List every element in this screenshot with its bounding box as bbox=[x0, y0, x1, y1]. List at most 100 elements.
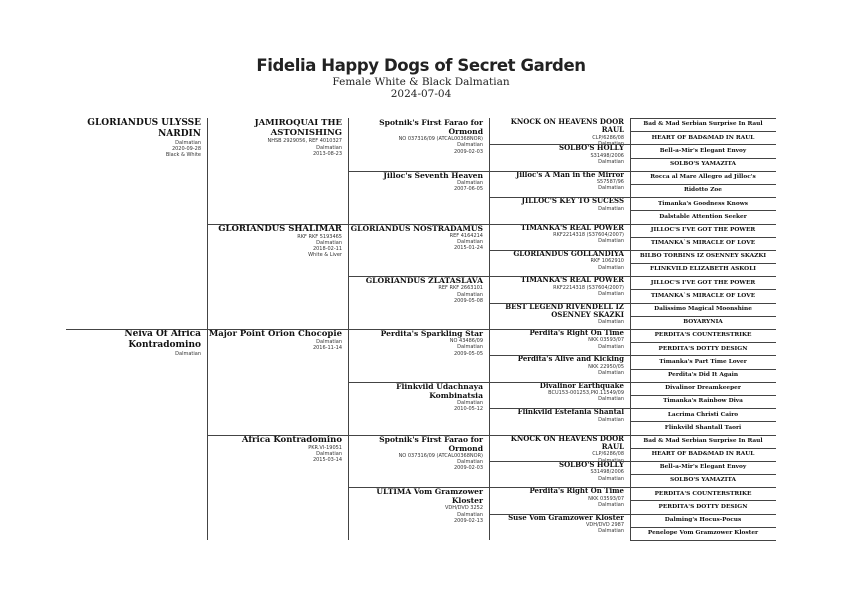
ancestor-name: Timanka's Rainbow Diva bbox=[663, 398, 743, 405]
ancestor-born: 2013-08-23 bbox=[312, 150, 342, 157]
ancestor-name: Ridotto Zoe bbox=[684, 187, 722, 194]
pedigree-divider bbox=[630, 500, 776, 502]
ancestor-reg: NO 037316/09 (ATCAL00368NOR) bbox=[398, 452, 483, 459]
ancestor-reg: S31498/2006 bbox=[590, 469, 625, 476]
pedigree-divider bbox=[630, 236, 776, 238]
ancestor-name: KNOCK ON HEAVENS DOOR RAUL bbox=[510, 117, 624, 135]
ancestor-breed: Dalmatian bbox=[598, 264, 624, 271]
ancestor-born: 2009-05-08 bbox=[453, 297, 483, 304]
pedigree-divider bbox=[630, 210, 776, 212]
ancestor-gen5: Dalstable Attention Seeker bbox=[630, 210, 776, 223]
pedigree-divider bbox=[489, 355, 630, 357]
ancestor-name: SOLBO'S YAMAZITA bbox=[670, 477, 736, 484]
ancestor-name: SOLBO'S YAMAZITA bbox=[670, 160, 736, 167]
ancestor-color: White & Liver bbox=[308, 252, 342, 259]
ancestor-gen5: Penelope Vom Gramzower Kloster bbox=[630, 527, 776, 540]
ancestor-reg: VDH/DVD 3252 bbox=[444, 505, 483, 512]
ancestor-gen5: SOLBO'S YAMAZITA bbox=[630, 474, 776, 487]
ancestor-born: 2020-09-28 bbox=[171, 145, 201, 152]
pedigree-divider bbox=[630, 447, 776, 449]
ancestor-breed: Dalmatian bbox=[598, 396, 624, 403]
ancestor-gen5: TIMANKA`S MIRACLE OF LOVE bbox=[630, 237, 776, 250]
pedigree-divider bbox=[630, 315, 776, 317]
ancestor-gen5: Timanka's Rainbow Diva bbox=[630, 395, 776, 408]
ancestor-breed: Dalmatian bbox=[175, 350, 201, 357]
ancestor-reg: REF RKF 2663101 bbox=[438, 285, 483, 292]
ancestor-reg: NKK 03593/07 bbox=[588, 337, 624, 344]
pedigree-divider bbox=[489, 408, 630, 410]
pedigree-divider bbox=[630, 144, 776, 146]
ancestor-name: Dalming's Hocus-Pocus bbox=[664, 517, 742, 524]
ancestor-reg: S31498/2006 bbox=[590, 152, 625, 159]
ancestor-name: HEART OF BAD&MAD IN RAUL bbox=[651, 451, 755, 458]
ancestor-born: 2015-01-24 bbox=[453, 245, 483, 252]
pedigree-divider bbox=[489, 487, 630, 489]
ancestor-name: ULTIMA Vom Gramzower Kloster bbox=[376, 487, 483, 506]
ancestor-name: Perdita's Alive and Kicking bbox=[517, 354, 624, 364]
ancestor-born: 2018-02-11 bbox=[312, 246, 342, 253]
ancestor-gen5: Bad & Mad Serbian Surprise In Raul bbox=[630, 435, 776, 448]
ancestor-gen5: Timanka's Part Time Lover bbox=[630, 355, 776, 368]
pedigree-divider bbox=[489, 434, 630, 436]
ancestor-name: Penelope Vom Gramzower Kloster bbox=[647, 530, 759, 537]
pedigree-divider bbox=[489, 302, 630, 304]
ancestor-breed: Dalmatian bbox=[457, 511, 483, 518]
ancestor-breed: Dalmatian bbox=[457, 238, 483, 245]
ancestor-gen5: BOYARYNIA bbox=[630, 316, 776, 329]
pedigree-divider bbox=[630, 157, 776, 159]
pedigree-divider bbox=[630, 276, 776, 278]
pedigree-divider bbox=[489, 460, 630, 462]
pedigree-divider bbox=[489, 276, 630, 278]
ancestor-gen5: Flinkvild Shantall Taori bbox=[630, 421, 776, 434]
ancestor-name: Bell-a-Mir's Elegant Envoy bbox=[659, 147, 747, 154]
ancestor-name: Lacrima Christi Cairo bbox=[667, 411, 739, 418]
pedigree-divider bbox=[489, 223, 630, 225]
ancestor-gen5: Timanka's Goodness Knows bbox=[630, 197, 776, 210]
ancestor-name: Rocca al Mare Allegro ad Jilloc's bbox=[650, 174, 756, 181]
ancestor-gen5: TIMANKA`S MIRACLE OF LOVE bbox=[630, 289, 776, 302]
ancestor-name: Africa Kontradomino bbox=[241, 434, 342, 445]
ancestor-name: PERDITA'S COUNTERSTRIKE bbox=[654, 332, 752, 339]
ancestor-reg: NKK 22950/05 bbox=[588, 363, 624, 370]
ancestor-reg: RKF2214318 (S37604/2007) bbox=[553, 231, 624, 238]
ancestor-color: Black & White bbox=[165, 152, 201, 159]
ancestor-gen5: Divalinor Dreamkeeper bbox=[630, 382, 776, 395]
ancestor-breed: Dalmatian bbox=[316, 450, 342, 457]
ancestor-reg: CLP/6286/08 bbox=[592, 134, 624, 141]
pedigree-date: 2024-07-04 bbox=[390, 88, 452, 100]
ancestor-name: JILLOC'S KEY TO SUCESS bbox=[521, 196, 624, 206]
pedigree-divider bbox=[630, 526, 776, 528]
pedigree-divider bbox=[489, 329, 630, 330]
ancestor-born: 2007-06-05 bbox=[453, 186, 483, 193]
ancestor-gen5: Rocca al Mare Allegro ad Jilloc's bbox=[630, 171, 776, 184]
ancestor-breed: Dalmatian bbox=[316, 144, 342, 151]
ancestor-name: Jilloc's Seventh Heaven bbox=[383, 170, 483, 180]
ancestor-name: Spotnik's First Farao for Ormond bbox=[379, 434, 483, 453]
ancestor-name: SOLBO'S HOLLY bbox=[559, 459, 624, 469]
ancestor-name: PERDITA'S COUNTERSTRIKE bbox=[654, 490, 752, 497]
ancestor-gen5: Bell-a-Mir's Elegant Envoy bbox=[630, 144, 776, 157]
pedigree-divider bbox=[630, 118, 776, 119]
ancestor-name: Timanka's Part Time Lover bbox=[659, 358, 747, 365]
ancestor-name: FLINKVILD ELIZABETH ASKOLI bbox=[649, 266, 757, 273]
ancestor-name: Suse Vom Gramzower Kloster bbox=[508, 512, 624, 522]
ancestor-gen4: KNOCK ON HEAVENS DOOR RAULCLP/6286/08Dal… bbox=[489, 434, 630, 464]
ancestor-name: Bad & Mad Serbian Surprise In Raul bbox=[643, 121, 763, 128]
pedigree-divider bbox=[630, 487, 776, 489]
pedigree-divider bbox=[348, 276, 489, 278]
ancestor-gen5: Perdita's Did It Again bbox=[630, 369, 776, 382]
ancestor-breed: Dalmatian bbox=[598, 501, 624, 508]
pedigree-divider bbox=[630, 408, 776, 410]
ancestor-name: TIMANKA`S MIRACLE OF LOVE bbox=[650, 240, 756, 247]
ancestor-breed: Dalmatian bbox=[598, 290, 624, 297]
